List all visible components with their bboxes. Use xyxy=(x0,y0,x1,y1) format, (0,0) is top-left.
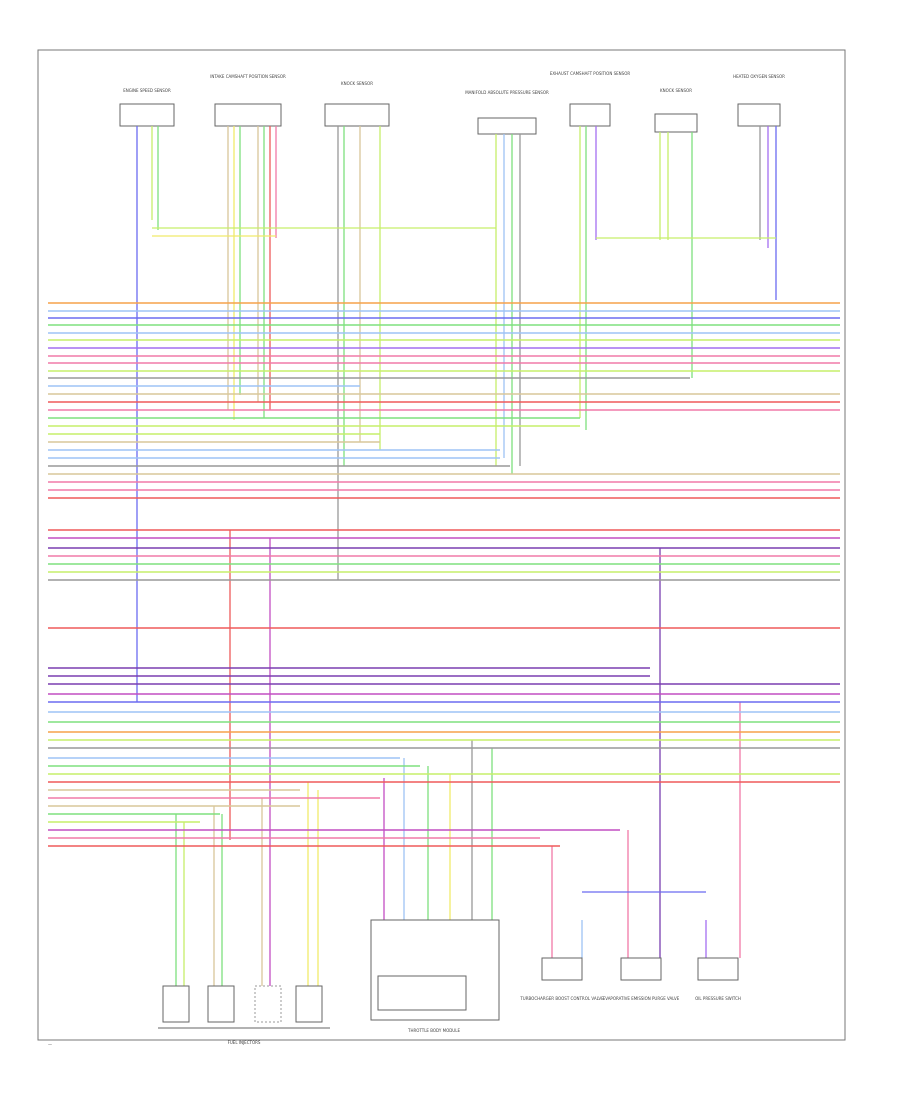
component-label: HEATED OXYGEN SENSOR xyxy=(733,74,785,79)
component-c4: MANIFOLD ABSOLUTE PRESSURE SENSOR xyxy=(465,90,549,135)
component-label: EXHAUST CAMSHAFT POSITION SENSOR xyxy=(550,71,630,76)
component-label: TURBOCHARGER BOOST CONTROL VALVE xyxy=(519,996,604,1001)
component-label: OIL PRESSURE SWITCH xyxy=(695,996,741,1001)
component-c6: KNOCK SENSOR xyxy=(654,88,698,133)
vertical-wires xyxy=(136,126,777,986)
component-label: ENGINE SPEED SENSOR xyxy=(123,88,171,93)
component-c7: HEATED OXYGEN SENSOR xyxy=(733,74,785,127)
component-label: KNOCK SENSOR xyxy=(341,81,373,86)
component-label: FUEL INJECTORS xyxy=(228,1040,261,1045)
throttle-body-module: THROTTLE BODY MODULE xyxy=(370,919,500,1033)
purge-valve: EVAPORATIVE EMISSION PURGE VALVE xyxy=(603,957,680,1001)
page-ref: — xyxy=(48,1042,52,1047)
component-c5: EXHAUST CAMSHAFT POSITION SENSOR xyxy=(550,71,630,127)
fuel-injectors: FUEL INJECTORS xyxy=(158,985,330,1045)
component-c1: ENGINE SPEED SENSOR xyxy=(119,88,175,127)
horizontal-wires xyxy=(48,302,840,847)
diagram-border xyxy=(37,49,846,1041)
component-label: EVAPORATIVE EMISSION PURGE VALVE xyxy=(603,996,680,1001)
component-label: INTAKE CAMSHAFT POSITION SENSOR xyxy=(210,74,286,79)
boost-control-valve: TURBOCHARGER BOOST CONTROL VALVE xyxy=(519,957,604,1001)
component-label: MANIFOLD ABSOLUTE PRESSURE SENSOR xyxy=(465,90,549,95)
component-c3: KNOCK SENSOR xyxy=(324,81,390,127)
component-label: THROTTLE BODY MODULE xyxy=(407,1028,460,1033)
component-label: KNOCK SENSOR xyxy=(660,88,692,93)
component-c2: INTAKE CAMSHAFT POSITION SENSOR xyxy=(210,74,286,127)
oil-pressure-switch: OIL PRESSURE SWITCH xyxy=(695,957,741,1001)
